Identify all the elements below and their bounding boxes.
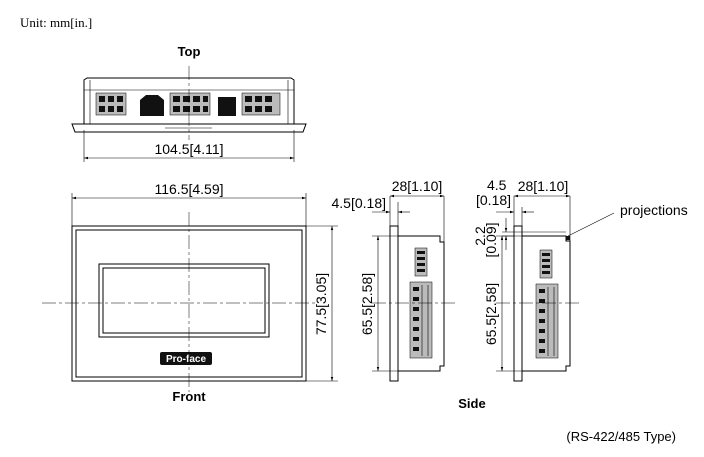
side-left-dimensions bbox=[372, 194, 445, 372]
side-view-right bbox=[496, 225, 582, 382]
side-right-projection-label: 2.2 bbox=[472, 226, 488, 246]
top-view-title: Top bbox=[178, 44, 201, 59]
side-right-flange-label-line2: [0.18] bbox=[476, 192, 511, 208]
top-view bbox=[71, 66, 307, 140]
proface-logo bbox=[160, 352, 212, 365]
top-width-dimension bbox=[83, 130, 295, 162]
side-view-title: Side bbox=[458, 396, 485, 411]
type-note: (RS-422/485 Type) bbox=[566, 429, 676, 444]
side-left-flange-label: 4.5[0.18] bbox=[332, 195, 387, 211]
top-width-label: 104.5[4.11] bbox=[154, 141, 223, 157]
front-height-dimension bbox=[306, 225, 338, 382]
logo-text: Pro-face bbox=[166, 354, 206, 365]
side-right-projection-inch-label: [0.09] bbox=[483, 222, 499, 257]
side-right-height-label: 65.5[2.58] bbox=[483, 283, 499, 345]
side-right-depth-label: 28[1.10] bbox=[518, 178, 569, 194]
front-width-label: 116.5[4.59] bbox=[154, 181, 223, 197]
unit-note: Unit: mm[in.] bbox=[20, 15, 92, 30]
projections-callout: projections bbox=[620, 202, 688, 218]
front-view-title: Front bbox=[172, 389, 206, 404]
side-view-left bbox=[372, 225, 456, 382]
front-width-dimension bbox=[71, 193, 307, 226]
side-right-dimensions bbox=[496, 194, 615, 372]
projection-marker bbox=[566, 236, 570, 240]
side-left-height-label: 65.5[2.58] bbox=[359, 273, 375, 335]
front-height-label: 77.5[3.05] bbox=[313, 273, 329, 335]
side-right-flange-label-line1: 4.5 bbox=[487, 177, 507, 193]
front-view: Pro-face bbox=[42, 212, 318, 392]
side-left-depth-label: 28[1.10] bbox=[392, 178, 443, 194]
